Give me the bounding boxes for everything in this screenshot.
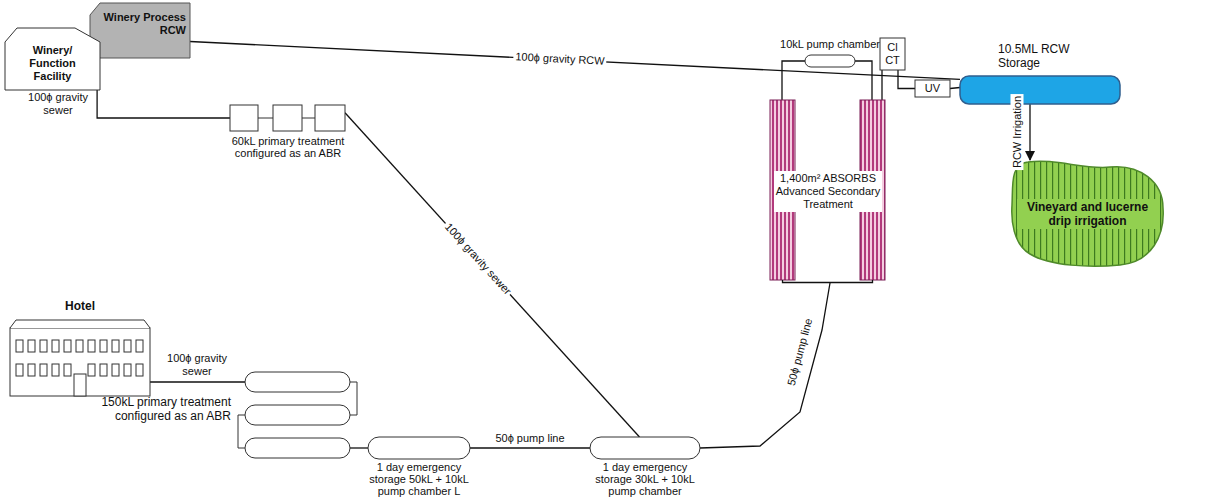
pipe-line (855, 61, 872, 100)
edge-label: 100ϕ gravity sewer (22, 91, 94, 117)
node-label: UV (925, 82, 940, 95)
hotel-building-part (40, 364, 47, 376)
treatment-bed-part (783, 280, 873, 283)
node-label: Cl CT (885, 41, 901, 67)
node-label: 1,400m² ABSORBS Advanced Secondary Treat… (774, 171, 882, 212)
hotel-building-part (28, 364, 35, 376)
storage-tank-part (590, 437, 700, 459)
node-heading: 150kL primary treatment configured as an… (71, 395, 231, 423)
pipe-line (782, 61, 805, 100)
hotel-building-part (74, 374, 86, 396)
pump-chamber-part (805, 55, 855, 67)
pipe-line (881, 70, 882, 100)
hotel-building-part (16, 340, 23, 352)
edge-label: RCW Irrigation (1011, 94, 1024, 170)
node-heading: 1 day emergency storage 30kL + 10kL pump… (589, 461, 701, 497)
pump-chamber: 10kL pump chamber (805, 55, 855, 67)
abr-tank-outline (230, 105, 345, 131)
disinfection-box-part (880, 38, 905, 70)
node-heading: 1 day emergency storage 50kL + 10kL pump… (363, 461, 475, 497)
storage-tank: 1 day emergency storage 30kL + 10kL pump… (590, 437, 700, 459)
pipe-line (950, 88, 960, 89)
abr-tank-outline (245, 370, 350, 462)
abr-tank-part (245, 372, 350, 392)
hotel-building-part (52, 364, 59, 376)
hotel-building-part (64, 340, 71, 352)
treatment-bed: 1,400m² ABSORBS Advanced Secondary Treat… (768, 100, 888, 283)
edge-label: 50ϕ pump line (493, 432, 566, 445)
pipe-line (350, 447, 368, 448)
edge-label: 50ϕ pump line (784, 315, 815, 389)
storage-pond: 10.5ML RCW Storage (960, 76, 1120, 104)
hotel-building-part (88, 340, 95, 352)
node-label: Vineyard and lucerne drip irrigation (1017, 199, 1159, 229)
edge-label: 100ϕ gravity sewer (441, 219, 515, 299)
pipe-line (470, 447, 590, 448)
hotel-building-part (10, 320, 150, 328)
hotel-building-part (52, 340, 59, 352)
pipe-line (345, 113, 640, 437)
hotel-building-part (136, 364, 143, 376)
process-building: Winery Process RCW (90, 3, 190, 58)
abr-tank-part (245, 438, 350, 458)
abr-tank-part (230, 105, 258, 131)
storage-tank-outline (590, 437, 700, 459)
node-label: Winery/ Function Facility (18, 44, 88, 83)
storage-pond-outline (960, 76, 1120, 104)
storage-tank: 1 day emergency storage 50kL + 10kL pump… (368, 437, 470, 459)
node-heading: 10kL pump chamber (770, 38, 890, 50)
pipe-line (150, 381, 245, 382)
hotel-building-part (28, 340, 35, 352)
hotel-building-part (124, 364, 131, 376)
abr-tank-part (238, 382, 357, 448)
node-heading: Hotel (10, 300, 150, 312)
abr-tank-part (258, 118, 315, 119)
hotel-building-part (76, 340, 83, 352)
hotel-building-part (112, 340, 119, 352)
hotel-building-outline (10, 320, 150, 396)
edge-label: 100ϕ gravity sewer (159, 352, 235, 378)
uv-box: UV (915, 80, 950, 97)
hotel-building-part (88, 364, 95, 376)
abr-tank-part (273, 105, 302, 131)
disinfection-box: Cl CT (880, 38, 905, 70)
pipe-line (97, 90, 230, 118)
storage-pond-part (960, 76, 1120, 104)
hotel-building-part (100, 364, 107, 376)
storage-tank-outline (368, 437, 470, 459)
hotel-building-part (136, 340, 143, 352)
facility-building-part (5, 28, 100, 90)
abr-tank: 150kL primary treatment configured as an… (245, 370, 350, 462)
hotel-building-part (64, 364, 71, 376)
pipe-line (1029, 104, 1030, 160)
hotel-building-part (10, 328, 150, 396)
storage-tank-part (368, 437, 470, 459)
hotel-building-part (16, 364, 23, 376)
uv-box-part (915, 80, 950, 97)
hotel-building-part (112, 364, 119, 376)
node-heading: 10.5ML RCW Storage (998, 42, 1080, 70)
node-label: Winery Process RCW (90, 11, 186, 37)
hotel-building-part (124, 340, 131, 352)
hotel-building: Hotel (10, 320, 150, 396)
irrigation-area: Vineyard and lucerne drip irrigation (1010, 160, 1165, 268)
abr-tank-part (315, 105, 345, 131)
hotel-building-part (100, 340, 107, 352)
pump-chamber-outline (805, 55, 855, 67)
hotel-building-part (40, 340, 47, 352)
abr-tank-part (245, 405, 350, 425)
pipe-line (898, 70, 915, 89)
edge-label: 100ϕ gravity RCW (513, 50, 607, 68)
process-building-part (90, 3, 190, 58)
irrigation-area-part (1012, 161, 1163, 266)
abr-tank: 60kL primary treatment configured as an … (230, 105, 345, 131)
facility-building: Winery/ Function Facility (5, 28, 100, 90)
node-heading: 60kL primary treatment configured as an … (223, 135, 353, 159)
pipe-line (700, 283, 830, 448)
